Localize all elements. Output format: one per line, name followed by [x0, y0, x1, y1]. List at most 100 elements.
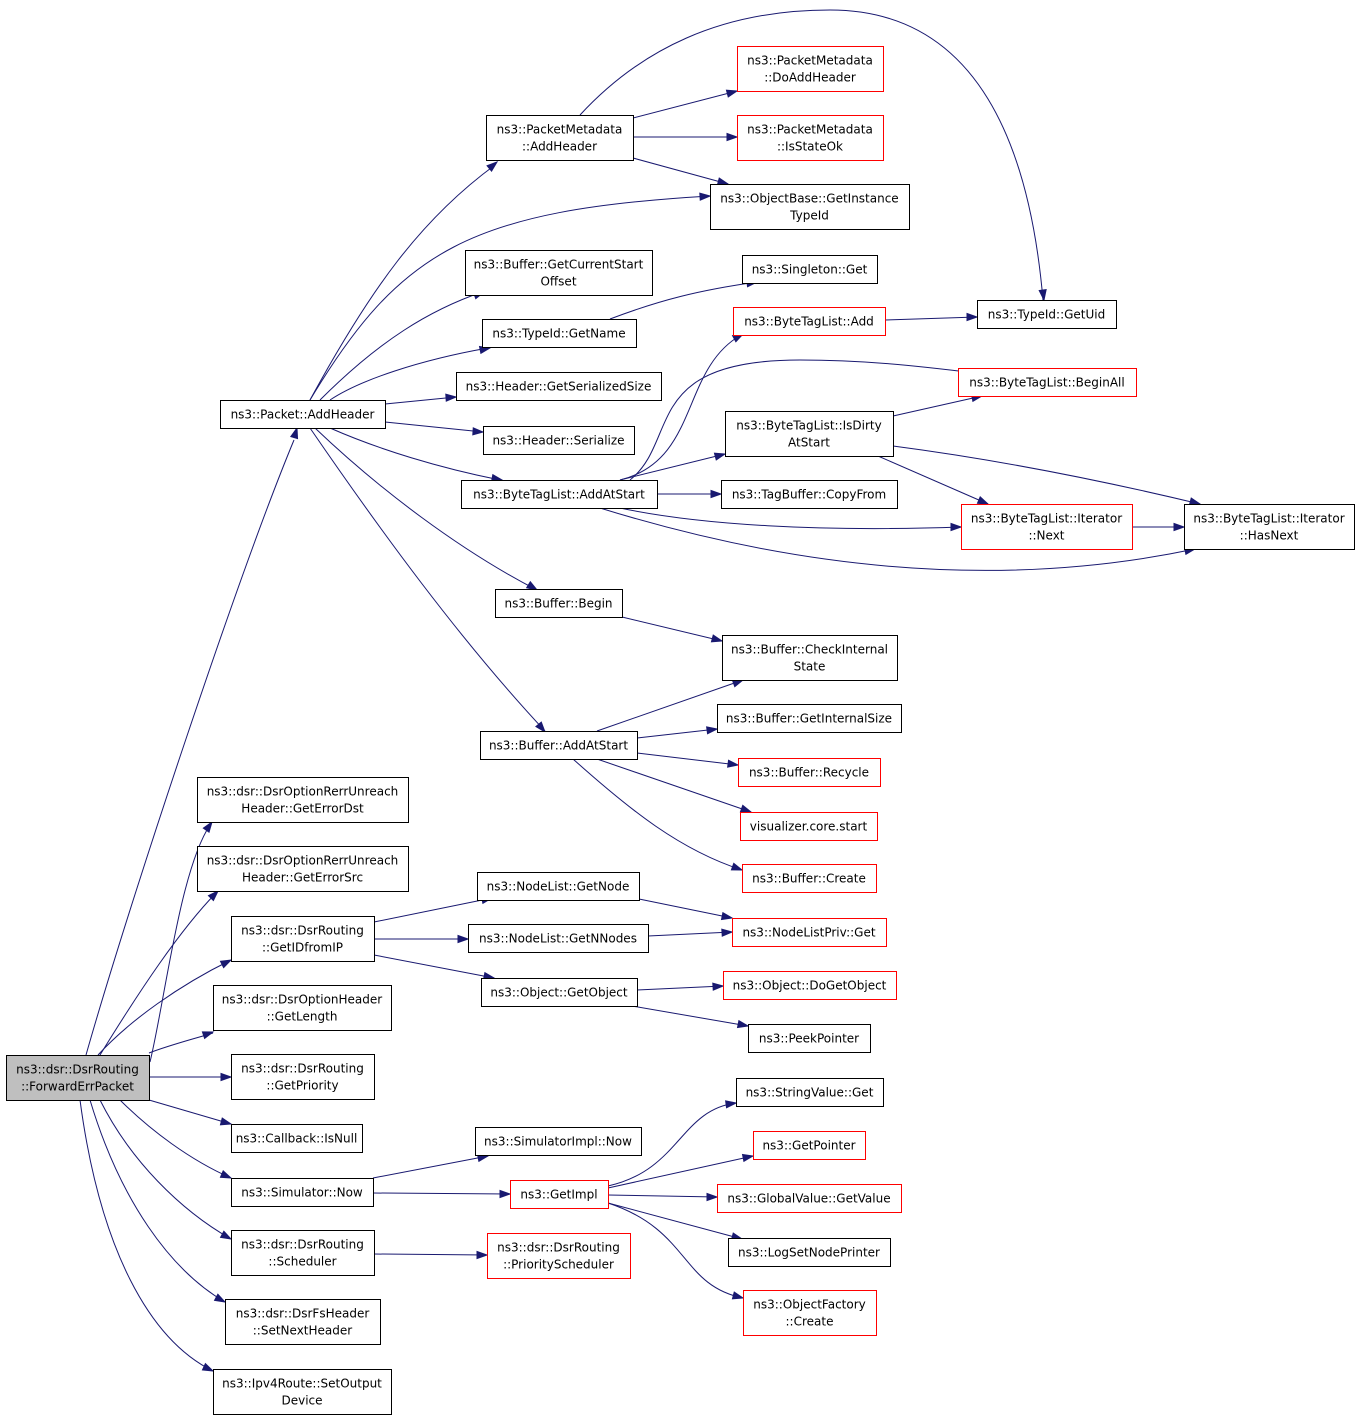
- function-node-nodelistpriv-get[interactable]: ns3::NodeListPriv::Get: [732, 918, 887, 947]
- function-node-viz-core-start[interactable]: visualizer.core.start: [740, 812, 878, 841]
- node-box[interactable]: [475, 1127, 642, 1156]
- node-box[interactable]: [213, 1369, 392, 1415]
- node-box[interactable]: [456, 372, 662, 401]
- function-node-buf-getinternalsize[interactable]: ns3::Buffer::GetInternalSize: [717, 704, 902, 733]
- function-node-pm-doaddheader[interactable]: ns3::PacketMetadata::DoAddHeader: [737, 46, 884, 92]
- function-node-dsr-priorityscheduler[interactable]: ns3::dsr::DsrRouting::PriorityScheduler: [487, 1233, 631, 1279]
- function-node-nodelist-getnode[interactable]: ns3::NodeList::GetNode: [477, 872, 640, 901]
- function-node-nodelist-getnnodes[interactable]: ns3::NodeList::GetNNodes: [468, 924, 649, 953]
- node-box[interactable]: [733, 307, 886, 336]
- function-node-dsroptionheader-getlength[interactable]: ns3::dsr::DsrOptionHeader::GetLength: [213, 985, 392, 1031]
- node-box[interactable]: [1184, 504, 1355, 550]
- function-node-stringvalue-get[interactable]: ns3::StringValue::Get: [736, 1078, 884, 1107]
- function-node-simimpl-now[interactable]: ns3::SimulatorImpl::Now: [475, 1127, 642, 1156]
- function-node-getimpl[interactable]: ns3::GetImpl: [510, 1180, 609, 1209]
- function-node-dsr-getidfromip[interactable]: ns3::dsr::DsrRouting::GetIDfromIP: [231, 916, 375, 962]
- function-node-peekpointer[interactable]: ns3::PeekPointer: [748, 1024, 871, 1053]
- node-box[interactable]: [977, 300, 1117, 329]
- node-box[interactable]: [725, 411, 894, 457]
- node-box[interactable]: [738, 758, 881, 787]
- function-node-buf-addatstart[interactable]: ns3::Buffer::AddAtStart: [480, 731, 638, 760]
- function-node-root[interactable]: ns3::dsr::DsrRouting::ForwardErrPacket: [6, 1055, 150, 1101]
- function-node-typeid-getuid[interactable]: ns3::TypeId::GetUid: [977, 300, 1117, 329]
- node-box[interactable]: [743, 1290, 877, 1336]
- node-box[interactable]: [231, 1054, 375, 1100]
- function-node-btl-beginall[interactable]: ns3::ByteTagList::BeginAll: [958, 368, 1137, 397]
- node-box[interactable]: [231, 1178, 374, 1207]
- node-box[interactable]: [717, 1184, 902, 1213]
- node-box[interactable]: [480, 731, 638, 760]
- function-node-dsr-getpriority[interactable]: ns3::dsr::DsrRouting::GetPriority: [231, 1054, 375, 1100]
- function-node-btl-iterator-hasnext[interactable]: ns3::ByteTagList::Iterator::HasNext: [1184, 504, 1355, 550]
- node-box[interactable]: [722, 635, 898, 681]
- function-node-tagbuffer-copyfrom[interactable]: ns3::TagBuffer::CopyFrom: [721, 480, 898, 509]
- function-node-globalvalue-getvalue[interactable]: ns3::GlobalValue::GetValue: [717, 1184, 902, 1213]
- function-node-object-dogetobject[interactable]: ns3::Object::DoGetObject: [723, 971, 897, 1000]
- node-box[interactable]: [742, 864, 877, 893]
- function-node-pm-isstateok[interactable]: ns3::PacketMetadata::IsStateOk: [737, 115, 884, 161]
- function-node-rerr-geterrordst[interactable]: ns3::dsr::DsrOptionRerrUnreachHeader::Ge…: [197, 777, 409, 823]
- node-box[interactable]: [231, 1124, 363, 1153]
- node-box[interactable]: [487, 1233, 631, 1279]
- function-node-btl-add[interactable]: ns3::ByteTagList::Add: [733, 307, 886, 336]
- node-box[interactable]: [225, 1299, 381, 1345]
- node-box[interactable]: [220, 400, 386, 429]
- function-node-callback-isnull[interactable]: ns3::Callback::IsNull: [231, 1124, 363, 1153]
- function-node-getpointer[interactable]: ns3::GetPointer: [753, 1131, 866, 1160]
- function-node-simulator-now[interactable]: ns3::Simulator::Now: [231, 1178, 374, 1207]
- function-node-dsrfsheader-setnextheader[interactable]: ns3::dsr::DsrFsHeader::SetNextHeader: [225, 1299, 381, 1345]
- node-box[interactable]: [483, 426, 635, 455]
- node-box[interactable]: [468, 924, 649, 953]
- node-box[interactable]: [753, 1131, 866, 1160]
- node-box[interactable]: [717, 704, 902, 733]
- node-box[interactable]: [510, 1180, 609, 1209]
- node-box[interactable]: [197, 846, 409, 892]
- function-node-pkt-addheader[interactable]: ns3::Packet::AddHeader: [220, 400, 386, 429]
- function-node-rerr-geterrorsrc[interactable]: ns3::dsr::DsrOptionRerrUnreachHeader::Ge…: [197, 846, 409, 892]
- node-box[interactable]: [748, 1024, 871, 1053]
- function-node-logsetnodeprinter[interactable]: ns3::LogSetNodePrinter: [728, 1238, 891, 1267]
- node-box[interactable]: [742, 255, 878, 284]
- node-box[interactable]: [710, 184, 910, 230]
- node-box[interactable]: [477, 872, 640, 901]
- function-node-header-serialize[interactable]: ns3::Header::Serialize: [483, 426, 635, 455]
- node-box[interactable]: [736, 1078, 884, 1107]
- node-box[interactable]: [197, 777, 409, 823]
- node-box[interactable]: [723, 971, 897, 1000]
- node-box[interactable]: [486, 115, 634, 161]
- function-node-dsr-scheduler[interactable]: ns3::dsr::DsrRouting::Scheduler: [231, 1230, 375, 1276]
- function-node-btl-iterator-next[interactable]: ns3::ByteTagList::Iterator::Next: [961, 504, 1133, 550]
- node-box[interactable]: [231, 1230, 375, 1276]
- function-node-objectfactory-create[interactable]: ns3::ObjectFactory::Create: [743, 1290, 877, 1336]
- node-box[interactable]: [6, 1055, 150, 1101]
- function-node-object-getobject[interactable]: ns3::Object::GetObject: [481, 978, 638, 1007]
- function-node-typeid-getname[interactable]: ns3::TypeId::GetName: [482, 319, 637, 348]
- function-node-btl-addatstart[interactable]: ns3::ByteTagList::AddAtStart: [461, 480, 658, 509]
- node-box[interactable]: [737, 46, 884, 92]
- node-box[interactable]: [461, 480, 658, 509]
- node-box[interactable]: [213, 985, 392, 1031]
- function-node-buf-begin[interactable]: ns3::Buffer::Begin: [495, 589, 623, 618]
- node-box[interactable]: [961, 504, 1133, 550]
- node-box[interactable]: [732, 918, 887, 947]
- function-node-singleton-get[interactable]: ns3::Singleton::Get: [742, 255, 878, 284]
- node-box[interactable]: [737, 115, 884, 161]
- node-box[interactable]: [495, 589, 623, 618]
- node-box[interactable]: [465, 250, 653, 296]
- node-box[interactable]: [482, 319, 637, 348]
- function-node-buf-recycle[interactable]: ns3::Buffer::Recycle: [738, 758, 881, 787]
- node-box[interactable]: [958, 368, 1137, 397]
- node-box[interactable]: [728, 1238, 891, 1267]
- node-box[interactable]: [231, 916, 375, 962]
- function-node-buf-create[interactable]: ns3::Buffer::Create: [742, 864, 877, 893]
- node-box[interactable]: [740, 812, 878, 841]
- node-box[interactable]: [481, 978, 638, 1007]
- node-box[interactable]: [721, 480, 898, 509]
- function-node-pm-addheader[interactable]: ns3::PacketMetadata::AddHeader: [486, 115, 634, 161]
- function-node-header-getserializedsize[interactable]: ns3::Header::GetSerializedSize: [456, 372, 662, 401]
